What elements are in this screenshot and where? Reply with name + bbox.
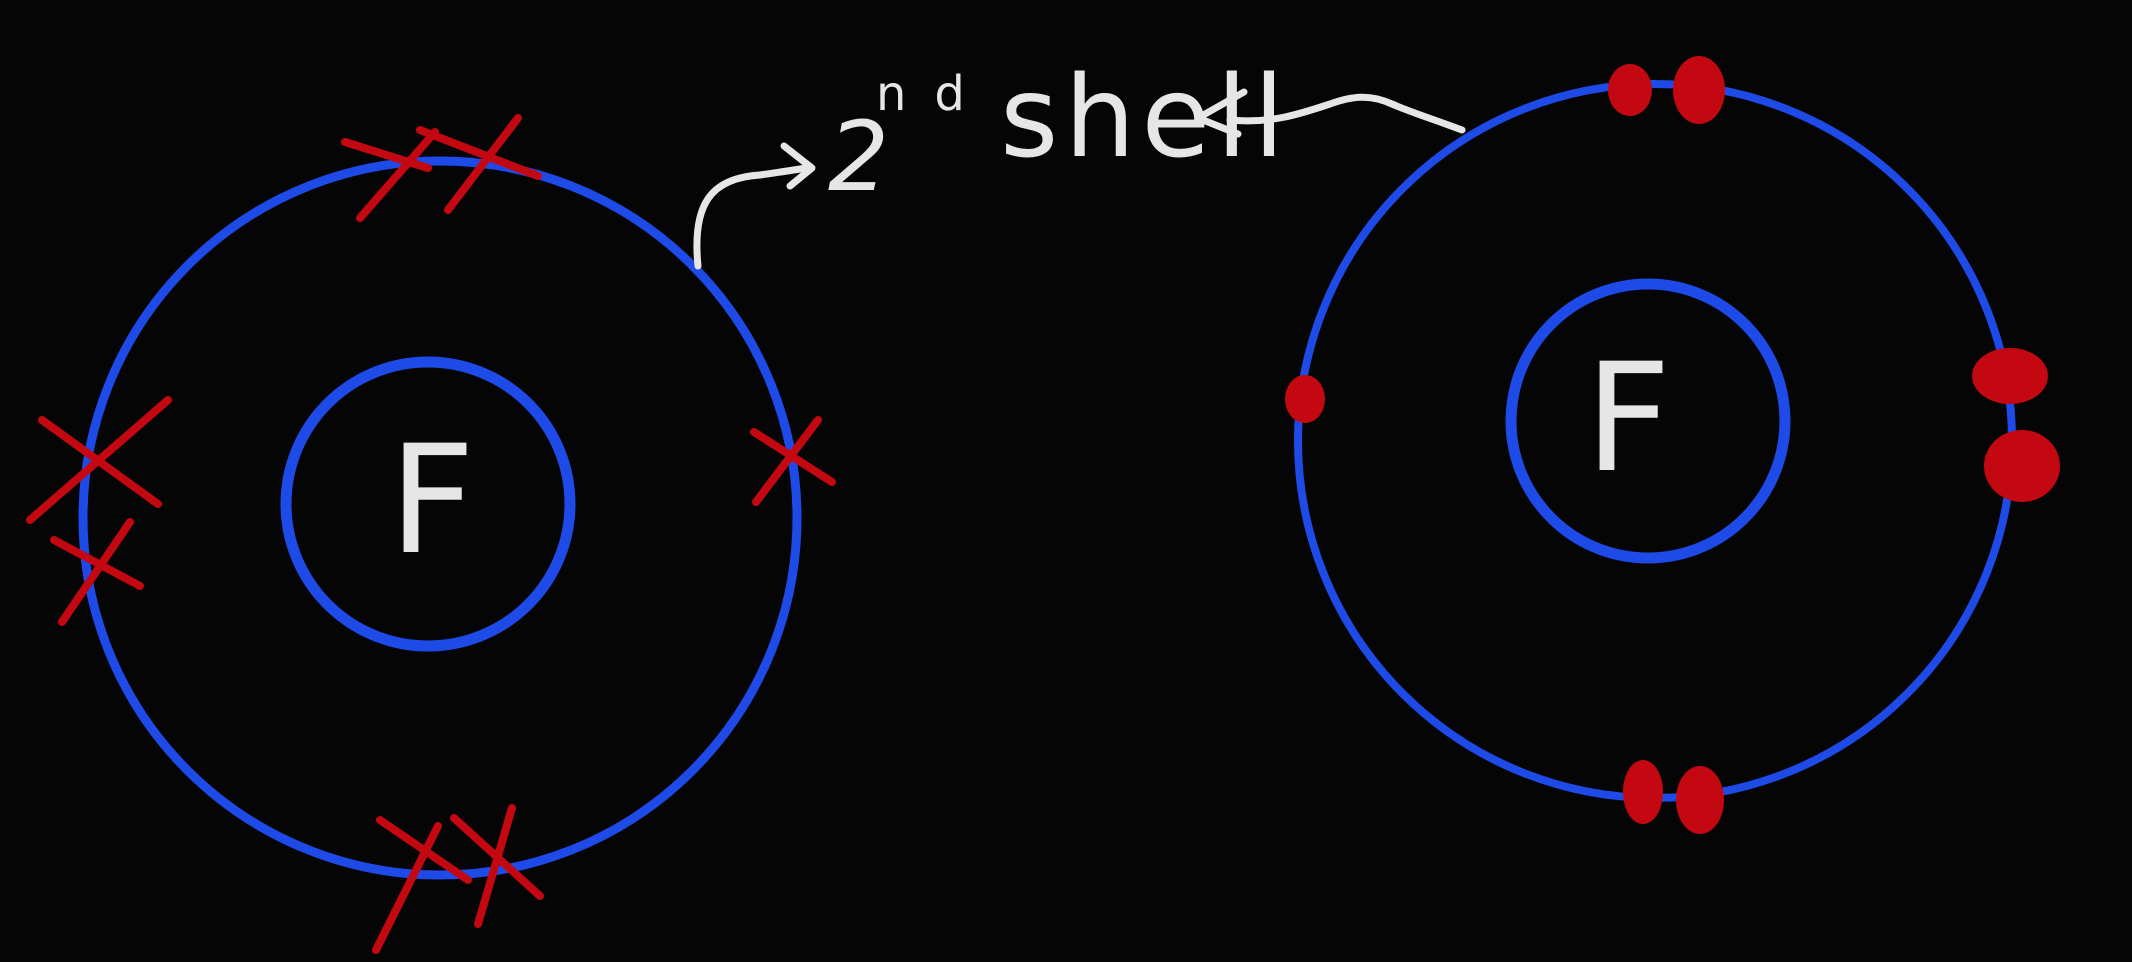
shell-annotation: 2 nd shell	[693, 53, 1466, 270]
right-electrons	[1285, 56, 2060, 834]
right-arrowhead	[1194, 88, 1248, 138]
left-nucleus-label: F	[389, 414, 475, 588]
electron-cross	[26, 396, 172, 524]
right-atom: F	[1285, 56, 2060, 834]
electron-cross	[750, 416, 836, 506]
right-nucleus-label: F	[1585, 332, 1671, 506]
shell-number: 2	[828, 101, 889, 213]
right-arrow-curve	[1226, 93, 1466, 134]
left-arrowhead	[780, 142, 816, 190]
electron-dot	[1673, 56, 1725, 124]
left-outer-shell	[78, 156, 802, 880]
electron-dot	[1984, 430, 2060, 502]
left-electrons	[26, 114, 836, 954]
left-atom: F	[26, 114, 836, 954]
shell-ordinal-suffix: nd	[876, 66, 993, 122]
electron-cross	[450, 804, 544, 928]
right-inner-shell	[1505, 278, 1791, 564]
electron-dot	[1676, 766, 1724, 834]
left-arrow-curve	[693, 164, 810, 270]
left-inner-shell	[280, 356, 576, 652]
electron-cross	[50, 518, 144, 626]
electron-cross	[416, 114, 542, 214]
electron-cross	[372, 816, 472, 954]
electron-cross	[341, 128, 439, 222]
electron-dot	[1608, 64, 1652, 116]
electron-dot	[1285, 375, 1325, 423]
electron-dot	[1623, 760, 1663, 824]
electron-dot	[1972, 348, 2048, 404]
